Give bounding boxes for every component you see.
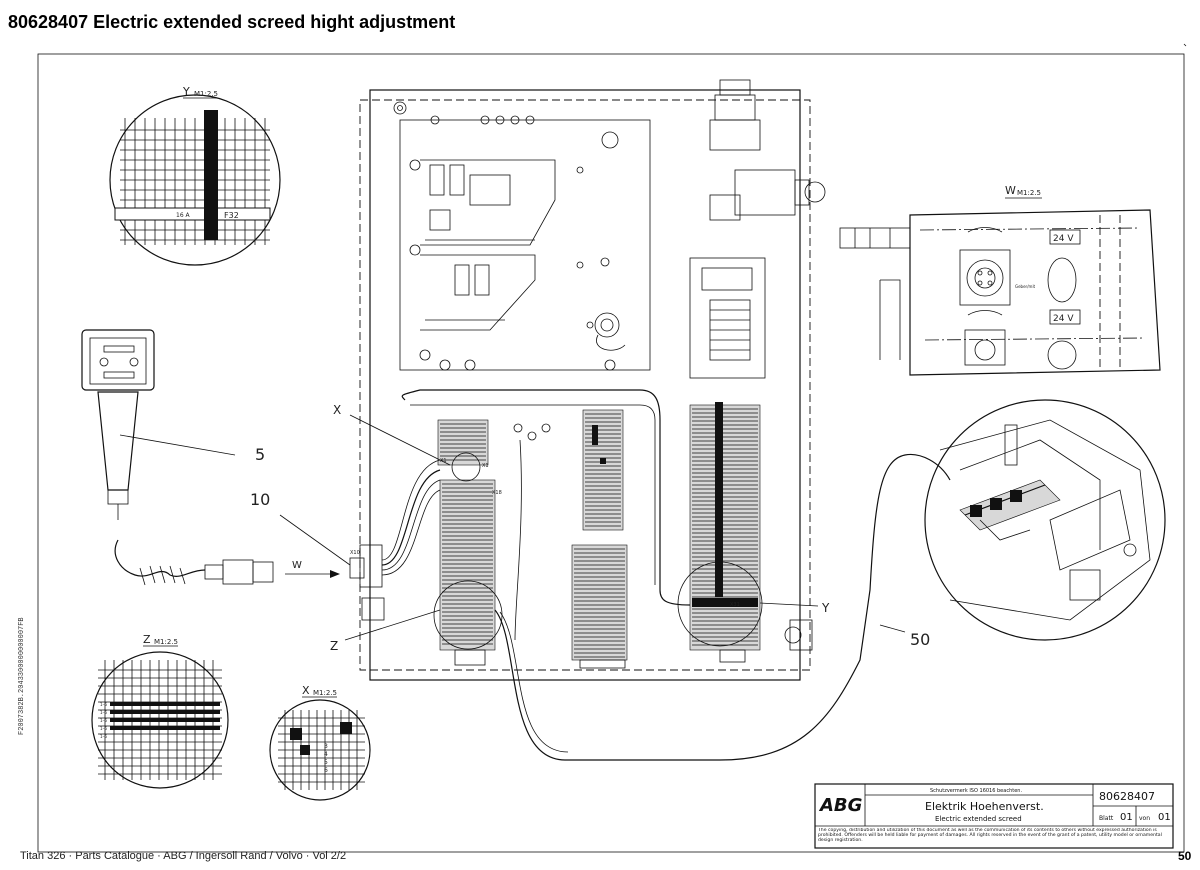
fuse-label: F32 — [224, 211, 239, 220]
remote-control: 5 10 W — [81, 329, 351, 586]
control-cabinet: X1 X1 X18 X10 X31 — [349, 79, 826, 681]
connector-label-x18: X18 — [492, 490, 502, 496]
z-row-label: 1–6 — [100, 702, 108, 707]
x-row-label: 5 — [324, 759, 328, 766]
footer-text: Titan 326 · Parts Catalogue · ABG / Inge… — [20, 850, 347, 862]
fuse-rating: 16 A — [176, 212, 191, 219]
view-w: W M1:2.5 Geber/mit 24 V 24 V — [839, 184, 1161, 376]
detail-x-scale: M1:2.5 — [313, 689, 337, 697]
detail-z: Z M1:2.5 1–6 1–6 1–6 1–6 1–6 — [91, 633, 229, 789]
pointer-z-label: Z — [330, 639, 338, 653]
pointer-y-label: Y — [821, 601, 830, 615]
abg-logo: ABG — [818, 795, 862, 816]
x-row-label: 3 — [324, 743, 328, 750]
page-number: 50 — [1178, 849, 1192, 863]
item-10-label: 10 — [250, 490, 270, 509]
legal-text: The copying, distribution and utilizatio… — [818, 828, 1162, 844]
connector-label-x1-right: X1 — [482, 463, 489, 469]
z-row-label: 1–6 — [100, 718, 108, 723]
of-label: von — [1139, 815, 1150, 822]
pointer-labels: X Z Y 50 — [330, 403, 930, 653]
detail-perspective — [924, 399, 1166, 641]
w-arrow-label: W — [292, 560, 302, 571]
item-5-label: 5 — [255, 445, 265, 464]
item-50-label: 50 — [910, 630, 930, 649]
sheet-total: 01 — [1158, 812, 1171, 823]
x-row-label: 6 — [324, 767, 328, 774]
view-w-title: W — [1005, 184, 1016, 197]
detail-y-scale: M1:2.5 — [194, 90, 218, 98]
view-w-scale: M1:2.5 — [1017, 189, 1041, 197]
part-number: 80628407 — [1099, 790, 1155, 803]
x-row-label: 4 — [324, 751, 328, 758]
voltage-label-bottom: 24 V — [1053, 314, 1074, 324]
z-row-label: 1–6 — [100, 710, 108, 715]
page-title: 80628407 Electric extended screed hight … — [8, 12, 456, 32]
detail-y-title: Y — [182, 85, 190, 98]
sensor-label: Geber/mit — [1015, 284, 1036, 289]
connector-label-x31: X31 — [730, 602, 740, 608]
detail-z-title: Z — [143, 633, 151, 646]
sheet-number: 01 — [1120, 812, 1133, 823]
connector-label-x1: X1 — [440, 458, 447, 464]
voltage-label-top: 24 V — [1053, 234, 1074, 244]
side-code: F2007382B.2043300000000007FB — [18, 617, 26, 735]
z-row-label: 1–6 — [100, 726, 108, 731]
title-de: Elektrik Hoehenverst. — [925, 800, 1044, 813]
connector-label-x10: X10 — [350, 550, 360, 556]
drawing-frame — [37, 53, 1185, 853]
title-block: ABG Schutzvermerk ISO 16016 beachten. El… — [814, 783, 1174, 849]
detail-z-scale: M1:2.5 — [154, 638, 178, 646]
protection-note: Schutzvermerk ISO 16016 beachten. — [930, 788, 1022, 794]
cable-50 — [494, 453, 951, 761]
title-en: Electric extended screed — [935, 815, 1022, 823]
detail-y: 16 A F32 Y M1:2.5 — [109, 85, 281, 266]
sheet-label: Blatt — [1099, 815, 1114, 822]
z-row-label: 1–6 — [100, 734, 108, 739]
pointer-x-label: X — [333, 403, 341, 417]
detail-x-title: X — [302, 684, 310, 697]
